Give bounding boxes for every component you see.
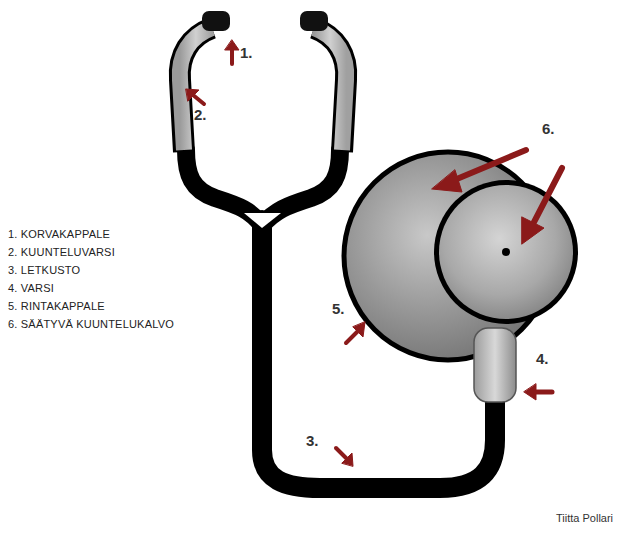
- part-key-entry: 2. KUUNTELUVARSI: [8, 246, 115, 259]
- part-key-entry: 4. VARSI: [8, 282, 54, 295]
- ear-tubes: [180, 28, 346, 152]
- callout-number: 2.: [194, 106, 207, 124]
- junction-gap: [244, 213, 281, 228]
- ear-pieces: [202, 11, 328, 31]
- part-key-entry: 1. KORVAKAPPALE: [8, 228, 110, 241]
- chest-piece: [344, 152, 578, 402]
- part-key-entry: 3. LETKUSTO: [8, 264, 80, 277]
- callout-number: 4.: [536, 350, 549, 368]
- part-key-entry: 5. RINTAKAPPALE: [8, 300, 105, 313]
- callout-number: 5.: [332, 300, 345, 318]
- callout-number: 1.: [240, 44, 253, 62]
- callout-number: 6.: [542, 120, 555, 138]
- author-credit: Tiitta Pollari: [556, 512, 613, 525]
- callout-number: 3.: [306, 432, 319, 450]
- callout-arrows: [186, 40, 562, 466]
- part-key-entry: 6. SÄÄTYVÄ KUUNTELUKALVO: [8, 318, 174, 331]
